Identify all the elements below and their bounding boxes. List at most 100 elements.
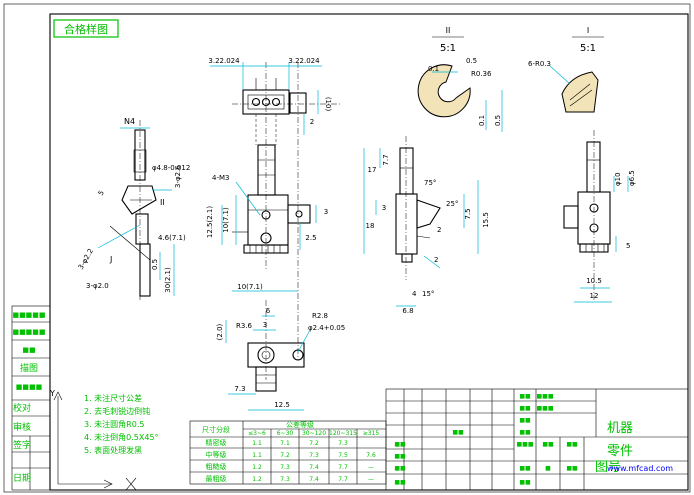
- right-d12: 12: [590, 292, 599, 300]
- dim-top-left: 3.22.024: [208, 57, 240, 65]
- label-ii: II: [160, 198, 165, 207]
- right-d10-5: 10.5: [586, 277, 602, 285]
- note-1: 1. 未注尺寸公差: [84, 393, 142, 403]
- dim-3a: 3: [324, 208, 328, 216]
- detail-ii-scale: 5:1: [440, 43, 456, 54]
- tol-col-2: 30~120: [302, 430, 326, 437]
- svg-text:■■: ■■: [394, 465, 406, 472]
- dim-4: 4: [412, 290, 417, 298]
- dim-10-7: 10(7.1): [222, 207, 230, 233]
- detail-i: I 5:1 6-R0.3: [528, 26, 604, 113]
- dim-phi24: φ2.4+0.05: [308, 324, 345, 332]
- title-name-3: 图号: [595, 460, 621, 475]
- svg-text:■■: ■■: [566, 465, 578, 472]
- detail-i-r: 6-R0.3: [528, 60, 551, 68]
- main-view: 3.22.024 3.22.024 (10) 2 3 4-M3 12.5(2.1…: [206, 57, 340, 360]
- dim-3b: 3: [263, 321, 267, 329]
- svg-text:■■: ■■: [519, 429, 531, 436]
- angle-75: 75°: [424, 179, 436, 187]
- svg-text:■■■: ■■■: [516, 441, 533, 448]
- dim-2-5: 2.5: [305, 234, 316, 242]
- dim-top-right: 3.22.024: [288, 57, 320, 65]
- dim-n4: N4: [124, 117, 135, 126]
- svg-text:5: 5: [97, 189, 106, 197]
- svg-text:■: ■: [545, 465, 551, 472]
- title-block: ■■ ■■■ ■■ ■■■ ■■ ■■ ■■ ■■■ ■■ ■■ ■■ ■ ■■…: [385, 388, 689, 491]
- approval-stamp: 合格样图: [53, 19, 119, 38]
- svg-text:■■: ■■: [519, 393, 531, 400]
- tol-row-1-v3: 7.5: [338, 452, 348, 459]
- dim-7-3: 7.3: [234, 385, 245, 393]
- tol-row-3-label: 最粗级: [206, 474, 227, 483]
- ucs-icon: Y: [49, 389, 137, 491]
- technical-notes: 1. 未注尺寸公差 2. 去毛刺锐边倒钝 3. 未注圆角R0.5 4. 未注倒角…: [84, 393, 159, 455]
- svg-text:■■■■■: ■■■■■: [12, 311, 45, 319]
- svg-text:■■: ■■: [519, 405, 531, 412]
- tol-row-3-v2: 7.4: [309, 476, 319, 483]
- tol-row-1-v0: 1.1: [252, 452, 262, 459]
- tol-row-1-v1: 7.2: [280, 452, 290, 459]
- dim-10-71: 10(7.1): [237, 283, 263, 291]
- tol-row-0-v1: 7.1: [280, 440, 290, 447]
- detail-ii: II 5:1 0.1 0.5 R0.36 0.1 0.5: [417, 26, 503, 132]
- tol-row-2-v2: 7.4: [309, 464, 319, 471]
- stamp-title: 合格样图: [64, 22, 108, 36]
- angle-15: 15°: [422, 290, 434, 298]
- dim-7-7: 7.7: [382, 154, 390, 165]
- svg-text:■■: ■■: [394, 441, 406, 448]
- dim-6-8: 6.8: [402, 307, 413, 315]
- dim-12-5b: 12.5: [274, 401, 290, 409]
- svg-text:■■: ■■: [542, 441, 554, 448]
- svg-text:■■: ■■: [394, 453, 406, 460]
- svg-text:■■■■■: ■■■■■: [12, 328, 45, 336]
- detail-ii-d05: 0.5: [466, 57, 477, 65]
- watermark: www.mfcad.com: [607, 464, 673, 473]
- svg-text:■■: ■■: [566, 441, 578, 448]
- tol-row-2-v1: 7.3: [280, 464, 290, 471]
- dim-3phi20: 3-φ2.0: [86, 282, 109, 290]
- side-label-1: 校对: [13, 402, 31, 414]
- tolerance-table: 尺寸分段 公差等级 ≤3~6 6~30 30~120 120~315 ≥315 …: [189, 420, 387, 485]
- svg-text:■■: ■■: [22, 346, 35, 354]
- tol-row-2-v0: 1.2: [252, 464, 262, 471]
- detail-ii-v01: 0.1: [478, 115, 486, 126]
- svg-text:■■: ■■: [452, 429, 464, 436]
- tol-row-3-v4: —: [368, 476, 374, 483]
- note-2: 2. 去毛刺锐边倒钝: [84, 406, 150, 416]
- tol-col-0: ≤3~6: [248, 430, 266, 437]
- detail-i-scale: 5:1: [580, 43, 596, 54]
- dim-4m3: 4-M3: [212, 174, 229, 182]
- outer-frame: [3, 3, 691, 493]
- dim-7-5: 7.5: [464, 208, 472, 219]
- dim-17: 17: [368, 166, 377, 174]
- tol-row-1-label: 中等级: [206, 450, 227, 459]
- dim-0-5: 0.5: [151, 259, 159, 270]
- right-d5: 5: [626, 242, 630, 250]
- tol-row-2-v4: —: [368, 464, 374, 471]
- right-view: φ10 φ6.5 5 10.5 12: [563, 130, 636, 303]
- tol-col-1: 6~30: [277, 430, 294, 437]
- svg-text:■■: ■■: [394, 479, 406, 486]
- detail-ii-v05: 0.5: [494, 115, 502, 126]
- dim-2a: 2: [310, 118, 314, 126]
- dim-18: 18: [366, 222, 375, 230]
- dim-phi48: φ4.8-0.012: [152, 164, 190, 172]
- tol-row-2-label: 粗糙级: [206, 462, 227, 471]
- dim-12-5: 12.5(2.1): [206, 206, 214, 238]
- label-j: J: [109, 255, 112, 264]
- side-label-2: 审核: [13, 421, 31, 433]
- svg-text:■■: ■■: [519, 479, 531, 486]
- tol-col-3: 120~315: [329, 430, 357, 437]
- title-name-1: 机器: [607, 421, 633, 436]
- dim-2b: 2: [437, 226, 441, 234]
- tol-row-1-v2: 7.3: [309, 452, 319, 459]
- dim-10: (10): [324, 97, 332, 112]
- title-name-2: 零件: [607, 444, 633, 459]
- drawing-frame: [49, 13, 689, 491]
- dim-2-0: (2.0): [216, 323, 224, 340]
- svg-text:Y: Y: [49, 389, 55, 398]
- side-label-0: 描图: [20, 362, 38, 374]
- side-view: 17 7.7 3 18 2 7.5 15.5 75° 25° 2 4 15° 6…: [363, 136, 490, 315]
- svg-text:■■■: ■■■: [536, 405, 553, 412]
